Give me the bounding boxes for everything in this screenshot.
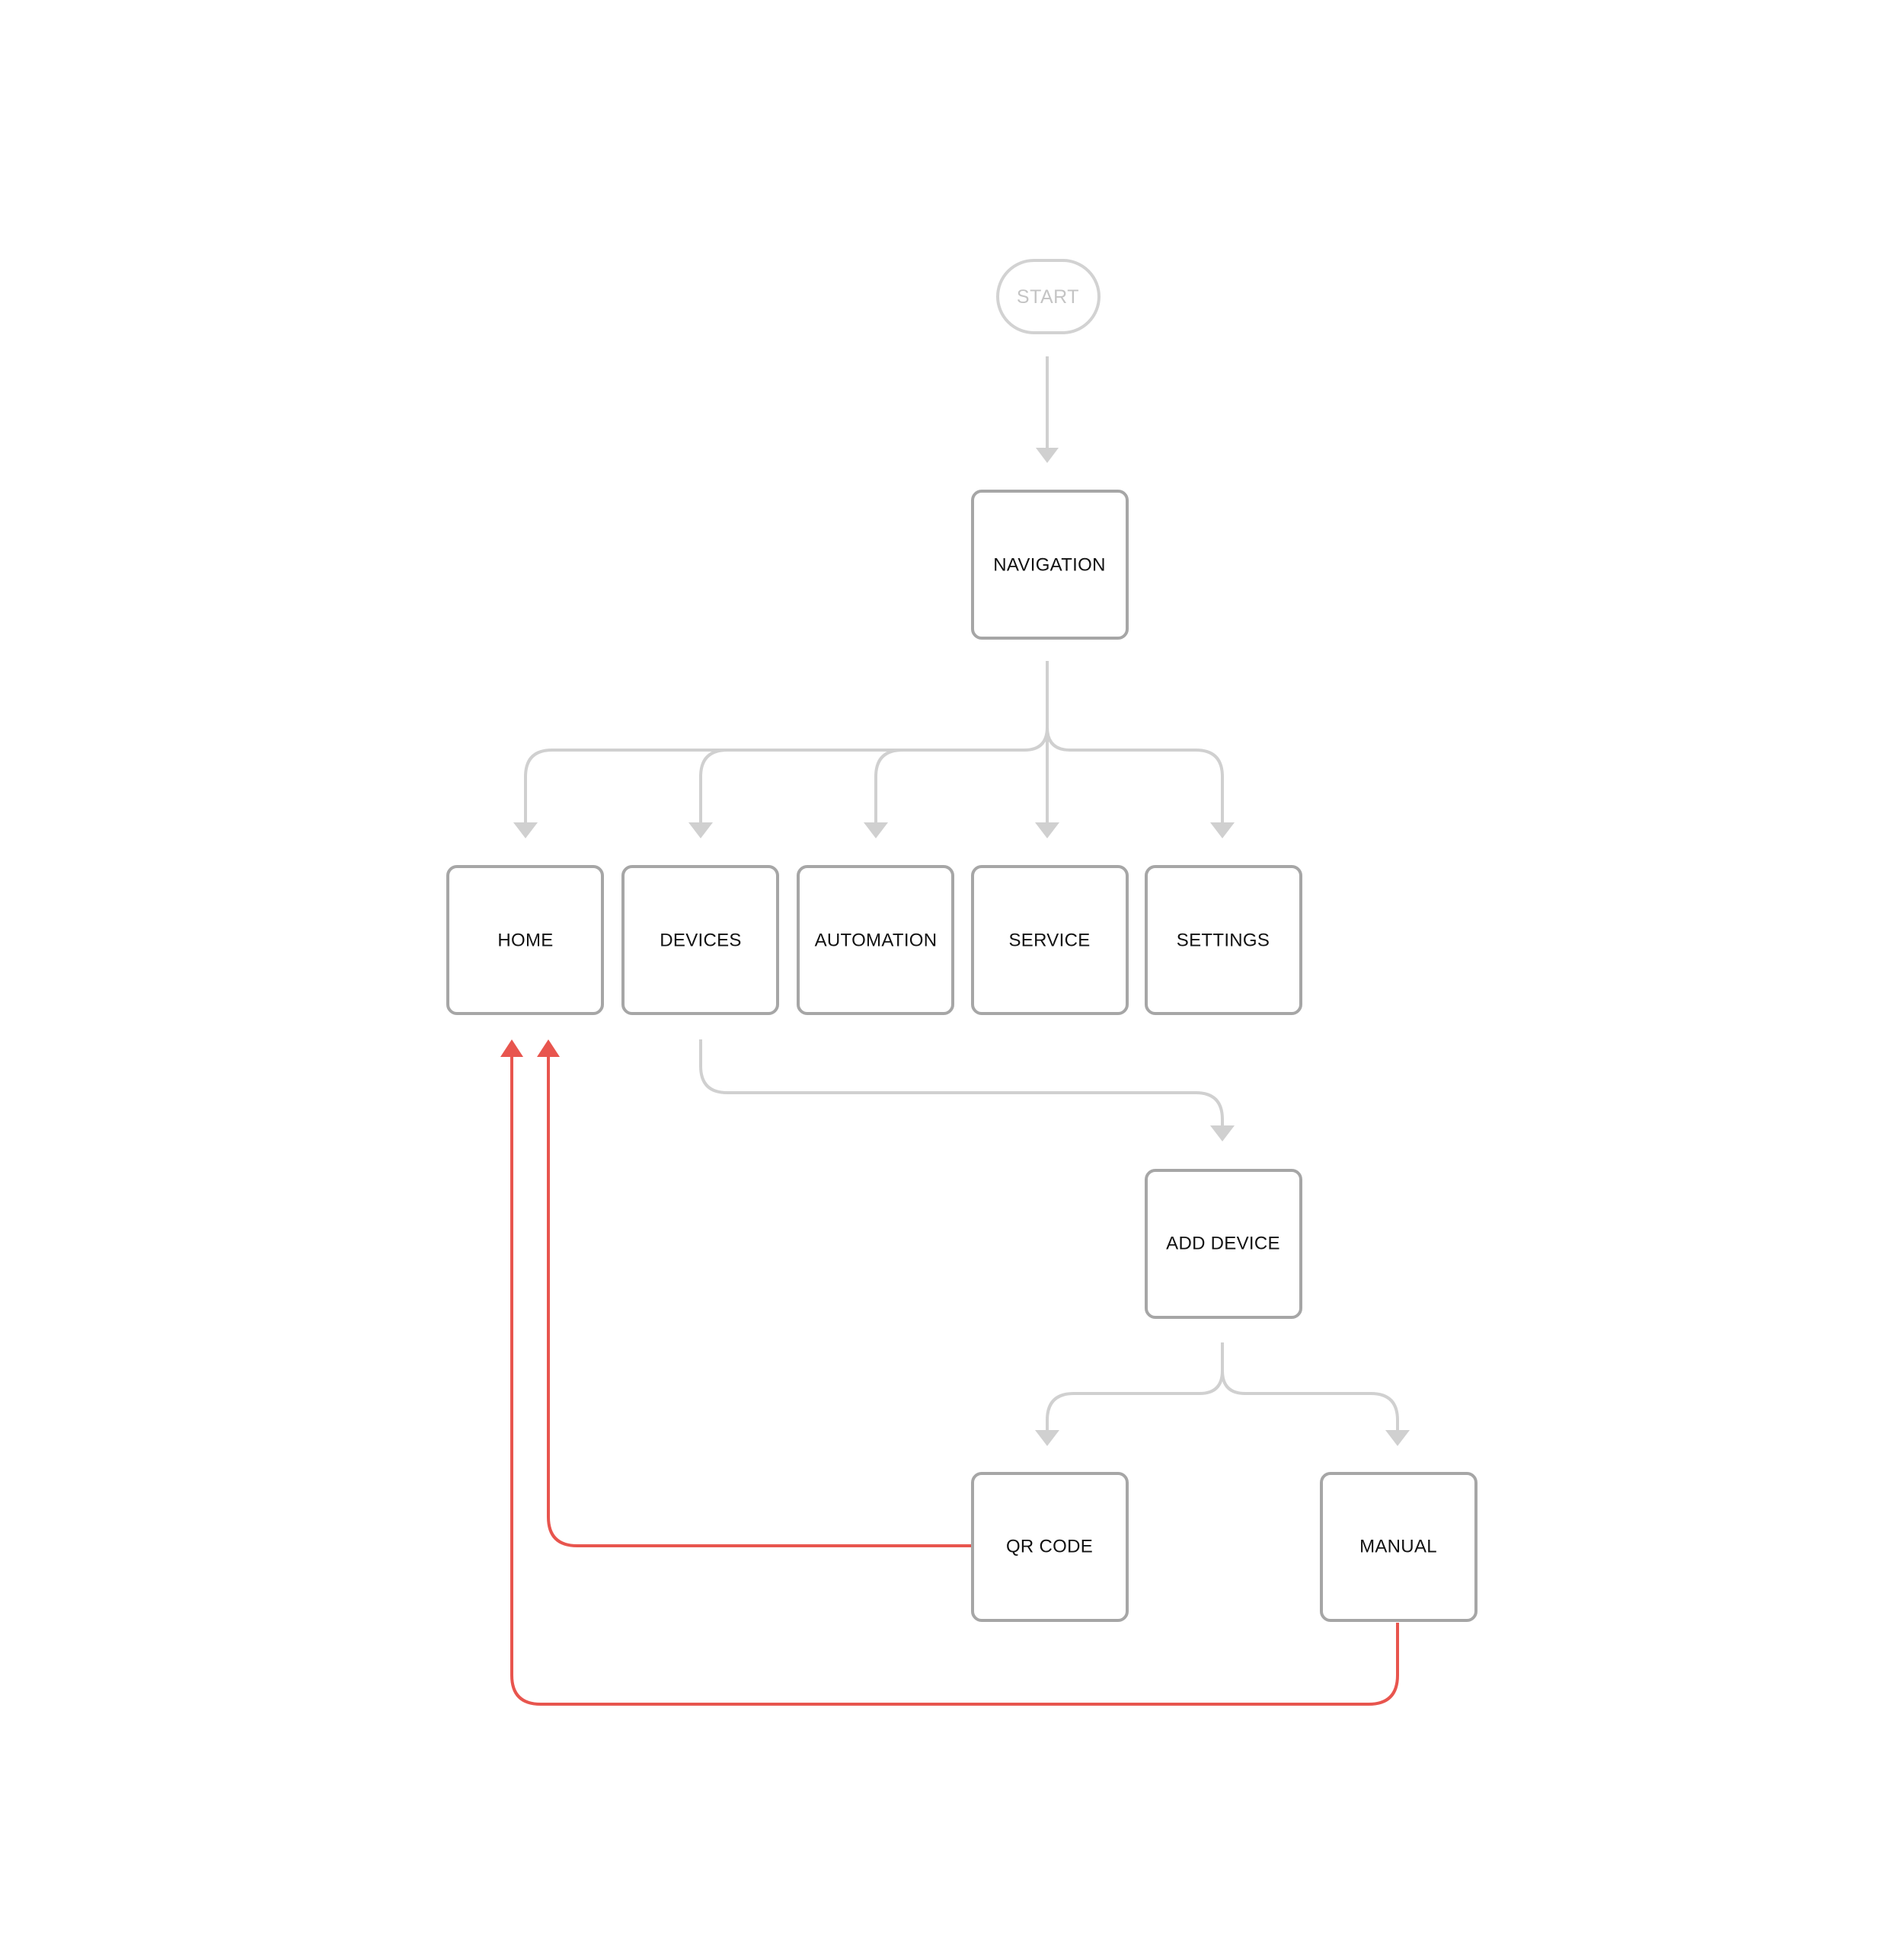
arrowhead-service xyxy=(1035,822,1059,838)
node-settings[interactable]: SETTINGS xyxy=(1145,865,1302,1015)
connector-navigation-settings xyxy=(1046,726,1224,822)
node-home[interactable]: HOME xyxy=(446,865,604,1015)
connector-devices-add-device xyxy=(699,1039,1224,1125)
node-navigation-label: NAVIGATION xyxy=(993,555,1105,576)
connector-qr-code-home xyxy=(547,1055,973,1547)
node-manual-box xyxy=(1320,1472,1478,1622)
arrowhead-manual xyxy=(1385,1430,1410,1446)
arrowhead-settings xyxy=(1210,822,1235,838)
start-terminal xyxy=(996,259,1101,334)
connector-add-device-qr-code xyxy=(1046,1370,1224,1430)
arrowhead-add-device xyxy=(1210,1125,1235,1141)
node-automation-box xyxy=(797,865,954,1015)
node-devices[interactable]: DEVICES xyxy=(621,865,779,1015)
node-navigation[interactable]: NAVIGATION xyxy=(971,490,1129,640)
node-home-box xyxy=(446,865,604,1015)
node-qr-code-label: QR CODE xyxy=(1006,1537,1093,1557)
arrowhead-home xyxy=(513,822,538,838)
connector-navigation-home xyxy=(524,726,1049,822)
node-navigation-box xyxy=(971,490,1129,640)
node-manual[interactable]: MANUAL xyxy=(1320,1472,1478,1622)
arrowhead-automation xyxy=(864,822,888,838)
arrowhead-qr-code xyxy=(1035,1430,1059,1446)
connector-navigation-automation xyxy=(874,749,903,822)
connector-navigation-devices xyxy=(699,749,728,822)
node-service[interactable]: SERVICE xyxy=(971,865,1129,1015)
arrowhead-return-home-inner xyxy=(537,1039,560,1057)
arrowhead-return-home-outer xyxy=(500,1039,523,1057)
start-node[interactable]: START xyxy=(996,259,1101,334)
node-home-label: HOME xyxy=(497,931,553,951)
arrowhead-devices xyxy=(688,822,713,838)
node-settings-box xyxy=(1145,865,1302,1015)
node-add-device[interactable]: ADD DEVICE xyxy=(1145,1169,1302,1319)
node-add-device-box xyxy=(1145,1169,1302,1319)
node-devices-box xyxy=(621,865,779,1015)
return-connectors xyxy=(500,1039,1399,1706)
node-qr-code[interactable]: QR CODE xyxy=(971,1472,1129,1622)
node-automation[interactable]: AUTOMATION xyxy=(797,865,954,1015)
start-label: START xyxy=(1017,286,1079,308)
connector-manual-home xyxy=(510,1055,1399,1706)
arrowhead-navigation xyxy=(1036,448,1059,463)
gray-connectors xyxy=(513,356,1410,1446)
node-add-device-label: ADD DEVICE xyxy=(1166,1234,1280,1254)
node-devices-label: DEVICES xyxy=(660,931,741,951)
connector-add-device-manual xyxy=(1221,1370,1399,1430)
node-qr-code-box xyxy=(971,1472,1129,1622)
node-automation-label: AUTOMATION xyxy=(815,931,938,951)
node-service-label: SERVICE xyxy=(1008,931,1090,951)
node-settings-label: SETTINGS xyxy=(1177,931,1270,951)
node-service-box xyxy=(971,865,1129,1015)
node-manual-label: MANUAL xyxy=(1359,1537,1437,1557)
